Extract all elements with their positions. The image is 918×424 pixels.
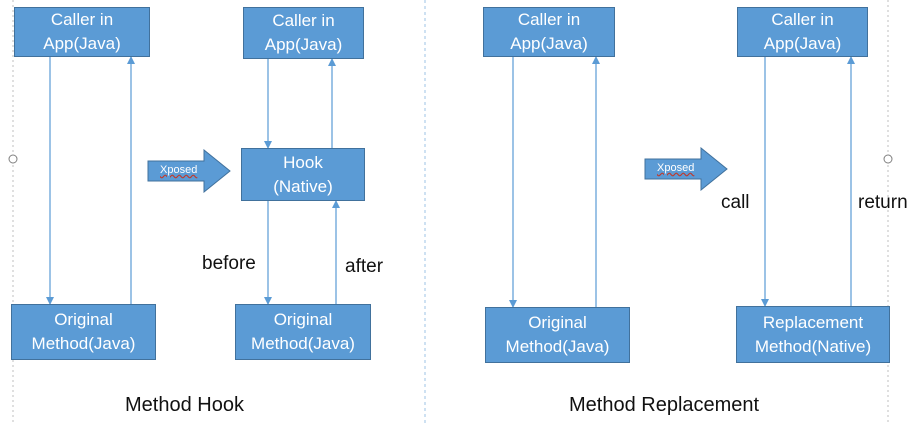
call-label: call (721, 192, 750, 213)
original-method-box-r: Original Method(Java) (485, 307, 630, 363)
caller2-box-line-1: Caller in (272, 11, 335, 30)
xposed-arrow-shape-replace (644, 146, 728, 192)
caller-in-app-box-r2: Caller in App(Java) (737, 7, 868, 57)
original-method-box-2: Original Method(Java) (235, 304, 371, 360)
original-r-box-line-1: Original (528, 313, 587, 332)
method-replacement-caption: Method Replacement (569, 394, 760, 416)
caller-r2-box-line-1: Caller in (771, 10, 834, 29)
caller-in-app-box-r: Caller in App(Java) (483, 7, 615, 57)
xposed-label-replace: Xposed (657, 162, 695, 174)
original-box-line-1: Original (54, 310, 113, 329)
caller-in-app-box-2: Caller in App(Java) (243, 7, 364, 59)
xposed-label-hook: Xposed (160, 164, 198, 176)
after-label: after (345, 256, 384, 277)
caller-r2-box-line-2: App(Java) (763, 34, 842, 53)
caller-in-app-box: Caller in App(Java) (14, 7, 150, 57)
caller-box-line-1: Caller in (50, 10, 114, 29)
return-label: return (858, 192, 908, 213)
original-r-box-line-2: Method(Java) (505, 337, 610, 356)
xposed-arrow-replace: Xposed (644, 146, 728, 192)
method-hook-caption: Method Hook (125, 394, 244, 416)
hook-box-line-2: (Native) (273, 176, 333, 196)
hook-box-line-1: Hook (283, 152, 323, 172)
xposed-arrow-hook: Xposed (147, 148, 231, 194)
caller-r-box-line-1: Caller in (517, 10, 581, 29)
right-handle (883, 154, 893, 164)
left-handle (8, 154, 18, 164)
caller-box-line-2: App(Java) (43, 34, 121, 53)
caller-r-box-line-2: App(Java) (510, 34, 588, 53)
before-label: before (202, 253, 256, 274)
replacement-box-line-1: Replacement (762, 312, 864, 332)
original2-box-line-2: Method(Java) (251, 334, 355, 353)
hook-native-box: Hook (Native) (241, 148, 365, 201)
original2-box-line-1: Original (273, 310, 333, 329)
xposed-arrow-shape-hook (147, 148, 231, 194)
original-box-line-2: Method(Java) (31, 334, 136, 353)
replacement-method-box: Replacement Method(Native) (736, 306, 890, 363)
original-method-box: Original Method(Java) (11, 304, 156, 360)
caller2-box-line-2: App(Java) (264, 35, 343, 54)
replacement-box-line-2: Method(Native) (754, 336, 872, 356)
